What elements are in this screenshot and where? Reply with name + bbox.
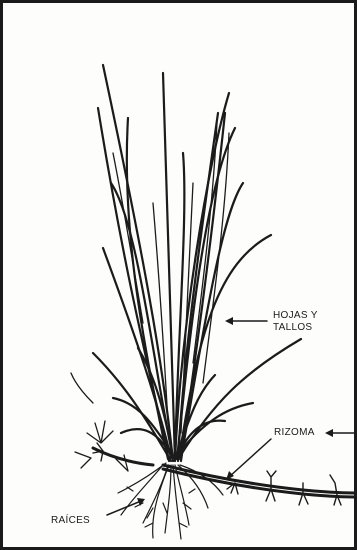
leaves-and-stems [93,65,301,461]
grass-plant-illustration [3,3,357,550]
arrowhead-rizoma-right [325,429,333,437]
label-hojas-line1: HOJAS Y [273,310,318,322]
label-raices: RAÍCES [51,515,90,527]
label-hojas-y-tallos: HOJAS Y TALLOS [273,310,318,334]
arrowhead-hojas [225,317,233,325]
arrow-rizoma-line [229,439,271,477]
side-tufts [71,373,128,471]
label-hojas-line2: TALLOS [273,322,318,334]
arrow-raices-line [107,501,141,515]
rhizome-nodes [93,443,341,505]
rhizome [93,448,357,497]
label-rizoma: RIZOMA [274,427,315,439]
